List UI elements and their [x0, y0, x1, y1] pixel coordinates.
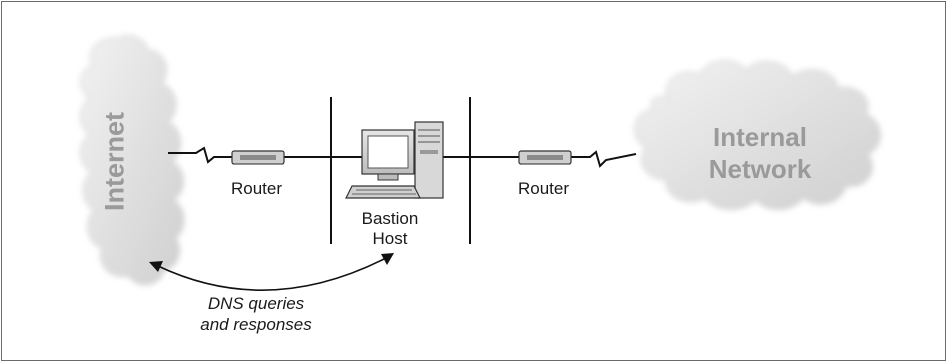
router-right-label: Router: [518, 179, 570, 198]
dns-label-line1: DNS queries: [207, 294, 305, 313]
internal-network-label-line2: Network: [708, 154, 812, 184]
internal-link: [470, 150, 637, 168]
bastion-host-label-line2: Host: [372, 229, 408, 248]
dns-label-line2: and responses: [200, 315, 312, 334]
internet-link: [168, 146, 331, 164]
bastion-host-icon: [345, 121, 444, 199]
dns-arrow: [149, 253, 394, 291]
internet-label: Internet: [99, 112, 130, 212]
router-left-label: Router: [231, 179, 283, 198]
router-right-icon: [518, 150, 572, 165]
internal-network-cloud: [634, 60, 881, 210]
internal-network-label-line1: Internal: [713, 122, 807, 152]
router-left-icon: [231, 150, 285, 165]
internet-cloud: [79, 35, 185, 286]
bastion-host-label-line1: Bastion: [361, 209, 419, 228]
